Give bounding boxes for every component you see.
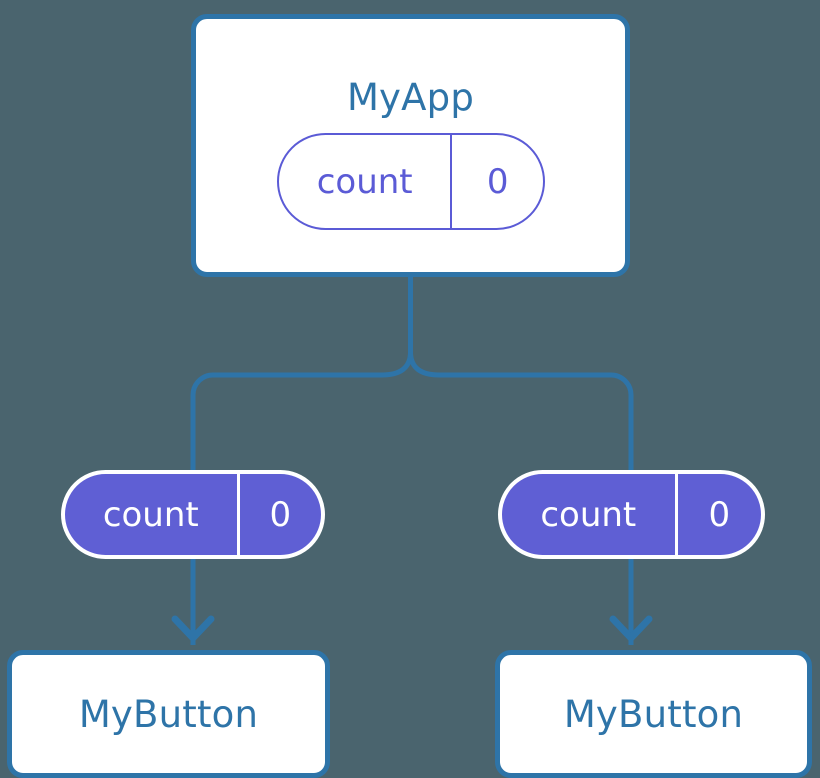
component-name-label: MyButton [563,692,744,736]
component-node-mybutton-right[interactable]: MyButton [495,650,812,778]
arrowhead-left-icon [171,615,215,642]
state-value-label: 0 [674,474,761,555]
state-key-label: count [540,494,637,535]
component-node-mybutton-left[interactable]: MyButton [7,650,330,778]
state-pill-branch-left[interactable]: count 0 [61,470,325,559]
state-key-label: count [316,161,413,202]
state-pill-root[interactable]: count 0 [277,133,545,230]
state-key-label: count [102,494,199,535]
component-name-label: MyButton [78,692,259,736]
arrowhead-right-icon [609,615,653,642]
connector-fork-left [190,351,413,470]
state-value-label: 0 [236,474,321,555]
state-pill-branch-right[interactable]: count 0 [498,470,765,559]
state-value-label: 0 [450,135,543,228]
component-name-label: MyApp [346,76,475,119]
connector-fork-right [408,351,634,470]
